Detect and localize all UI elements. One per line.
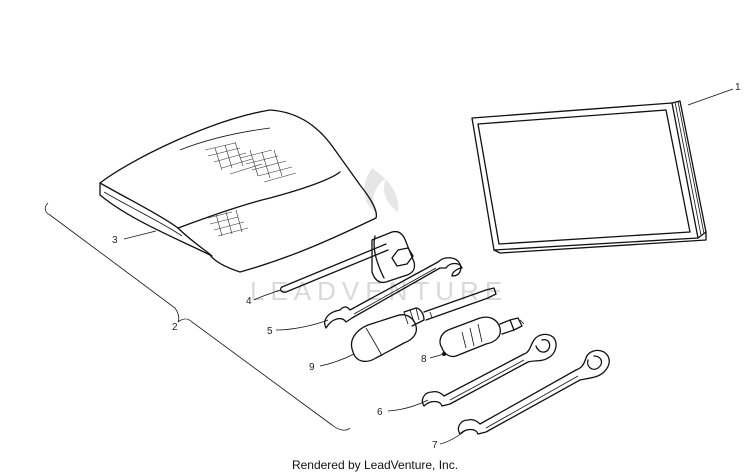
callout-8: 8 — [421, 354, 427, 365]
tool-pouch — [99, 109, 378, 273]
reversible-screwdriver — [439, 316, 525, 358]
owners-manual — [471, 100, 707, 254]
callout-4: 4 — [246, 296, 252, 307]
callout-6: 6 — [377, 407, 383, 418]
combination-wrench-6 — [421, 333, 557, 407]
rendered-by-footer: Rendered by LeadVenture, Inc. — [291, 458, 459, 472]
pouch-texture — [204, 141, 297, 237]
callout-9: 9 — [309, 362, 315, 373]
callout-1: 1 — [735, 82, 741, 93]
callout-7: 7 — [432, 440, 438, 451]
group-bracket — [44, 202, 351, 431]
watermark-text: LEADVENTURE — [250, 276, 508, 306]
callout-5: 5 — [267, 326, 273, 337]
leader-lines — [123, 88, 734, 445]
callout-2: 2 — [172, 322, 178, 333]
flat-screwdriver — [350, 287, 497, 363]
callout-labels: 1 2 3 4 5 6 7 8 9 — [112, 82, 741, 451]
callout-3: 3 — [112, 235, 118, 246]
combination-wrench-7 — [457, 349, 610, 435]
spark-plug-socket-wrench — [279, 230, 416, 293]
open-end-wrench-5 — [324, 257, 463, 329]
